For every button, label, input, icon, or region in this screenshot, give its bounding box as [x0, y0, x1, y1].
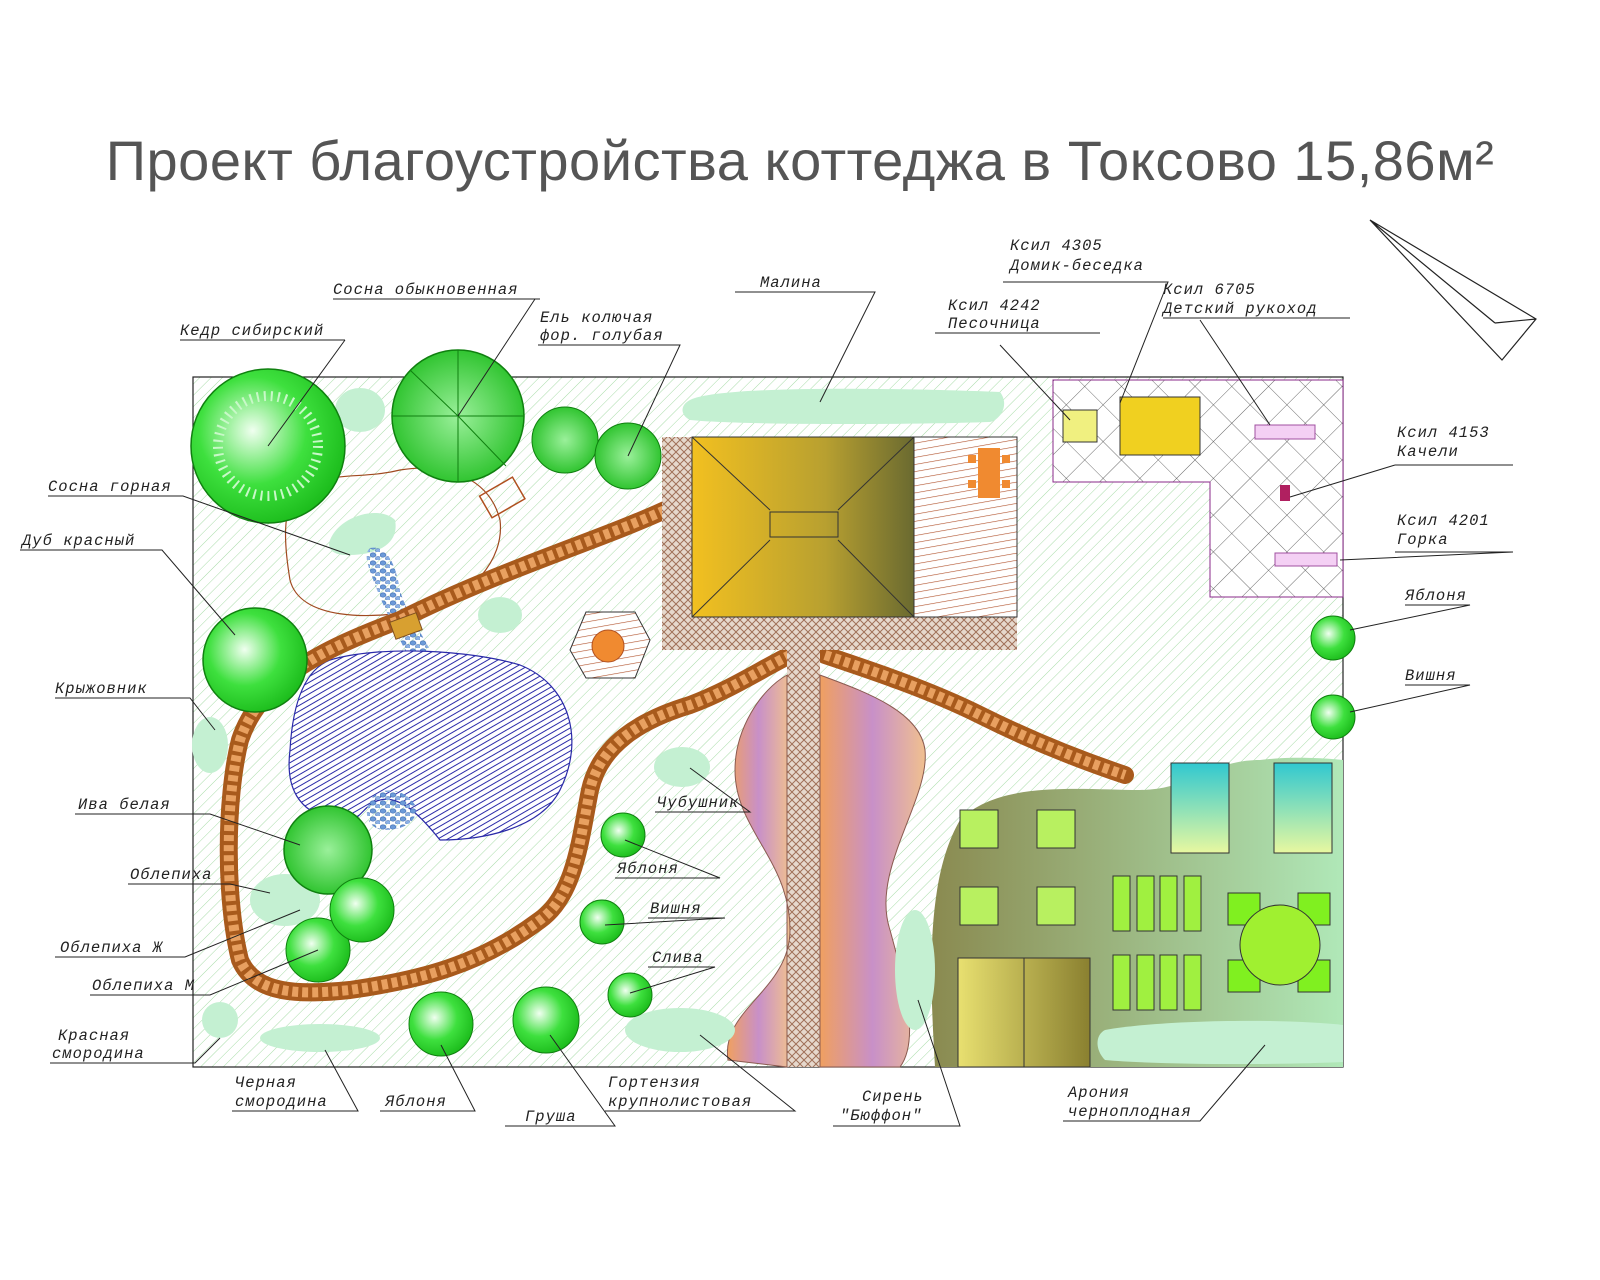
label-sea-buckthorn: Облепиха — [130, 866, 212, 884]
label-scots-pine: Сосна обыкновенная — [333, 281, 518, 299]
aronia-hedge — [1097, 1020, 1343, 1065]
label-spruce-1: Ель колючая — [540, 309, 653, 327]
label-black-currant-2: смородина — [235, 1093, 328, 1111]
tree-red-oak — [202, 607, 308, 713]
label-ksil4305-name: Домик-беседка — [1008, 257, 1144, 275]
monkey-bars — [1254, 424, 1316, 440]
label-ksil4153-name: Качели — [1397, 443, 1459, 461]
tree-apple-bottom — [408, 991, 474, 1057]
page-title: Проект благоустройства коттеджа в Токсов… — [105, 129, 1495, 192]
north-arrow-icon — [1369, 219, 1537, 361]
tree-pear — [512, 986, 580, 1054]
chair-1 — [968, 455, 976, 463]
leader-lines — [20, 281, 1514, 1127]
label-white-willow: Ива белая — [78, 796, 171, 814]
chair-4 — [1002, 480, 1010, 488]
label-red-currant-1: Красная — [58, 1027, 130, 1045]
paving-south — [662, 617, 1017, 650]
tree-apple-right — [1310, 615, 1356, 661]
bridge — [389, 612, 423, 640]
label-lilac-2: "Бюффон" — [840, 1107, 922, 1125]
bench — [478, 476, 526, 519]
house — [691, 436, 915, 618]
chair-2 — [968, 480, 976, 488]
paving-west — [662, 437, 692, 647]
raised-beds-square — [959, 809, 1076, 926]
garden-path-right — [816, 646, 1134, 784]
playhouse — [1119, 396, 1201, 456]
raspberry-hedge — [682, 388, 1005, 425]
label-sea-buckthorn-m: Облепиха М — [92, 977, 195, 995]
label-ksil6705-code: Ксил 6705 — [1163, 281, 1256, 299]
label-aronia-1: Арония — [1067, 1084, 1130, 1102]
label-cherry-right: Вишня — [1405, 667, 1457, 685]
label-cherry-mid: Вишня — [650, 900, 702, 918]
tree-plum — [607, 972, 653, 1018]
label-pear: Груша — [525, 1108, 577, 1126]
label-red-currant-2: смородина — [52, 1045, 145, 1063]
label-lilac-1: Сирень — [862, 1088, 924, 1106]
patio-table — [591, 629, 625, 663]
flower-bed-left — [726, 674, 791, 1068]
raised-beds-long — [1112, 875, 1202, 1011]
label-red-oak: Дуб красный — [20, 532, 135, 550]
pond — [288, 650, 573, 841]
label-apple-mid: Яблоня — [616, 860, 679, 878]
tree-spruce-1 — [531, 406, 599, 474]
label-mock-orange: Чубушник — [657, 794, 739, 812]
slide — [1274, 552, 1338, 567]
label-apple-bottom: Яблоня — [384, 1093, 447, 1111]
terrace-table — [978, 448, 1000, 498]
tree-sea-buckthorn-m — [329, 877, 395, 943]
label-mountain-pine: Сосна горная — [48, 478, 172, 496]
label-gooseberry: Крыжовник — [55, 680, 148, 698]
label-black-currant-1: Черная — [235, 1074, 297, 1092]
label-aronia-2: черноплодная — [1068, 1103, 1192, 1121]
house-roof-lines — [691, 436, 915, 618]
label-plum: Слива — [652, 949, 704, 967]
sandbox — [1062, 409, 1098, 443]
garden-path-left-texture — [223, 505, 793, 998]
label-cedar: Кедр сибирский — [180, 322, 324, 340]
label-apple-right: Яблоня — [1404, 587, 1467, 605]
label-sea-buckthorn-f: Облепиха Ж — [60, 939, 164, 957]
tree-apple-mid — [600, 812, 646, 858]
greenhouse-1 — [1170, 762, 1230, 854]
chair-3 — [1002, 455, 1010, 463]
rock-shrub — [329, 512, 396, 556]
swing — [1280, 485, 1290, 501]
label-ksil4242-code: Ксил 4242 — [948, 297, 1041, 315]
house-ridge — [769, 511, 839, 538]
herb-garden — [1227, 892, 1331, 993]
tree-cedar-inner — [213, 391, 323, 501]
label-hydrangea-2: крупнолистовая — [608, 1093, 752, 1111]
label-ksil6705-name: Детский рукоход — [1161, 300, 1318, 318]
label-spruce-2: фор. голубая — [540, 327, 664, 345]
label-hydrangea-1: Гортензия — [608, 1074, 701, 1092]
greenhouse-2 — [1273, 762, 1333, 854]
label-ksil4201-code: Ксил 4201 — [1397, 512, 1490, 530]
tree-cherry-right — [1310, 694, 1356, 740]
label-raspberry: Малина — [760, 274, 822, 292]
pond-pebbles — [366, 790, 416, 830]
tree-cherry-mid — [579, 899, 625, 945]
label-ksil4305-code: Ксил 4305 — [1010, 237, 1103, 255]
label-ksil4242-name: Песочница — [948, 315, 1041, 333]
central-path — [787, 650, 820, 1067]
terrace-deck — [913, 436, 1018, 618]
label-ksil4201-name: Горка — [1397, 531, 1449, 549]
tree-white-willow — [283, 805, 373, 895]
label-ksil4153-code: Ксил 4153 — [1397, 424, 1490, 442]
